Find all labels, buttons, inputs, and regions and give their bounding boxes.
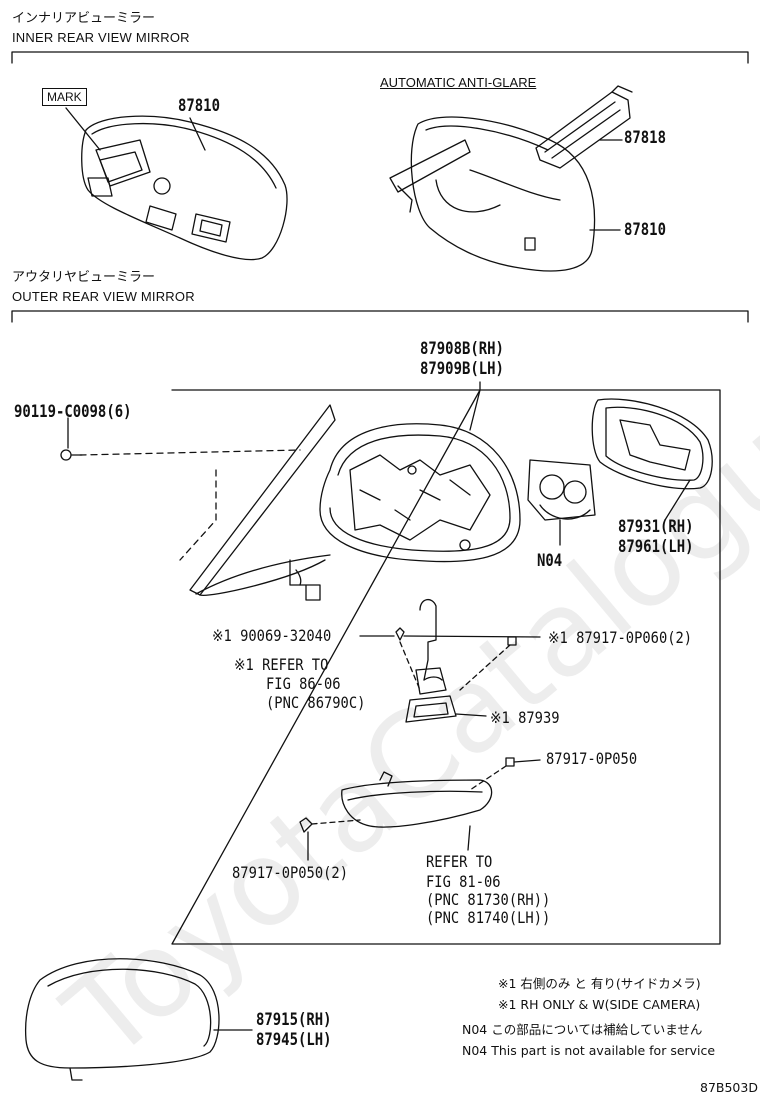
- part-number-87915-rh[interactable]: 87915(RH): [256, 1010, 332, 1030]
- mirror-base-drawing: [79, 404, 336, 601]
- mirror-glass-drawing: [591, 398, 713, 521]
- part-number-87818[interactable]: 87818: [624, 128, 666, 148]
- n04-label: N04: [537, 551, 563, 571]
- auto-anti-glare-label: AUTOMATIC ANTI-GLARE: [380, 75, 537, 90]
- note-rh-only-jp: ※1 右側のみ と 有り(サイドカメラ): [498, 976, 701, 991]
- part-number-87931-rh[interactable]: 87931(RH): [618, 517, 694, 537]
- mirror-motor-drawing: [527, 459, 596, 546]
- refer-fig-86-06-line1: ※1 REFER TO: [234, 655, 329, 674]
- part-number-90119-c0098[interactable]: 90119-C0098(6): [14, 402, 132, 422]
- outer-section-title-en: OUTER REAR VIEW MIRROR: [12, 289, 195, 304]
- note-n04-en: N04 This part is not available for servi…: [462, 1043, 716, 1058]
- outer-section-bracket: [11, 310, 749, 323]
- part-number-87917-0p050-left[interactable]: 87917-0P050(2): [232, 863, 348, 882]
- refer-fig-81-06-line1: REFER TO: [426, 852, 493, 871]
- part-number-87810-right[interactable]: 87810: [624, 220, 666, 240]
- mirror-cover-drawing: [24, 958, 253, 1081]
- part-number-87810-left[interactable]: 87810: [178, 96, 220, 116]
- outer-section-title-jp: アウタリヤビューミラー: [12, 270, 156, 285]
- inner-section-title-en: INNER REAR VIEW MIRROR: [12, 30, 190, 45]
- inner-section-title-jp: インナリアビューミラー: [12, 11, 156, 26]
- mirror-housing-drawing: [319, 389, 521, 563]
- inner-section-bracket: [11, 51, 749, 64]
- part-number-87909b-lh[interactable]: 87909B(LH): [420, 359, 504, 379]
- turn-signal-lamp-drawing: [299, 757, 541, 861]
- inner-mirror-left-drawing: [65, 107, 288, 261]
- part-number-87917-0p060[interactable]: ※1 87917-0P060(2): [548, 628, 693, 647]
- part-number-87945-lh[interactable]: 87945(LH): [256, 1030, 332, 1050]
- refer-fig-86-06-line3: (PNC 86790C): [266, 693, 366, 712]
- inner-mirror-right-drawing: [389, 85, 633, 272]
- part-number-87939[interactable]: ※1 87939: [490, 708, 560, 727]
- refer-fig-81-06-line4: (PNC 81740(LH)): [426, 908, 551, 927]
- bolt-90119-drawing: [60, 417, 83, 461]
- part-number-87908b-rh[interactable]: 87908B(RH): [420, 339, 504, 359]
- side-camera-drawing: [359, 599, 541, 723]
- refer-fig-81-06-line3: (PNC 81730(RH)): [426, 890, 551, 909]
- refer-fig-81-06-line2[interactable]: FIG 81-06: [426, 872, 501, 891]
- part-number-87961-lh[interactable]: 87961(LH): [618, 537, 694, 557]
- note-n04-jp: N04 この部品については補給していません: [462, 1022, 703, 1037]
- figure-code: 87B503D: [700, 1080, 758, 1095]
- part-number-87917-0p050-right[interactable]: 87917-0P050: [546, 749, 638, 768]
- mark-label: MARK: [42, 88, 87, 106]
- part-number-90069-32040[interactable]: ※1 90069-32040: [212, 626, 332, 645]
- note-rh-only-en: ※1 RH ONLY & W(SIDE CAMERA): [498, 997, 701, 1012]
- refer-fig-86-06-line2[interactable]: FIG 86-06: [266, 674, 341, 693]
